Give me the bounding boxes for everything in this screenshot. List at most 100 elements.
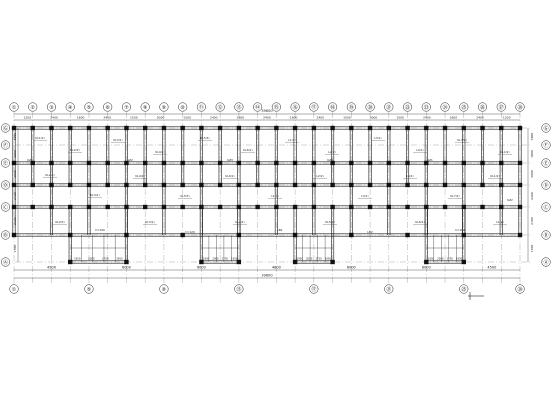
slab-callout: LB2 [367, 230, 372, 234]
column [499, 182, 504, 188]
beam-callout: KL7(2) [457, 138, 466, 142]
axis-bubble-top: ㉑ [386, 104, 391, 111]
axis-bubble-right: Ⓑ [543, 232, 548, 239]
column [68, 125, 73, 131]
axis-bubble-top: ⑦ [124, 105, 129, 111]
dim-stair: 1750 [315, 257, 322, 261]
axis-bubble-left: Ⓖ [3, 125, 8, 132]
column [386, 182, 392, 188]
dim-stair: 1950 [325, 257, 332, 261]
axis-bubble-top-circle [459, 102, 469, 112]
dim-bottom-segment: 4500 [487, 266, 496, 270]
axis-bubble-top: ⑱ [330, 104, 335, 111]
column [199, 182, 204, 188]
axis-bubble-top-circle [271, 102, 281, 112]
column-callout: KZ1 [27, 158, 33, 162]
column [86, 182, 92, 188]
dim-stair: 1950 [297, 257, 304, 261]
axis-bubble-top: ㉗ [499, 104, 504, 111]
beam-callout: KL3(1) [113, 138, 122, 142]
column [30, 160, 35, 166]
axis-bubble-top-circle [365, 102, 375, 112]
axis-bubble-left-circle [0, 257, 11, 267]
slab-callout: h=120 [185, 230, 195, 234]
axis-bubble-top-circle [403, 102, 413, 112]
axis-bubble-top: ㉕ [461, 104, 466, 111]
column-callout: KZ4 [327, 158, 333, 162]
dim-stair: 2000 [306, 257, 313, 261]
axis-bubble-top: ⑧ [143, 105, 148, 111]
annotation-layer: KL1(2)KL2(3)KL3(1)KL4(2)KL5(3)KL6(1)L1(1… [27, 136, 513, 300]
beam-callout: L1(1) [288, 138, 295, 142]
column [49, 182, 54, 188]
axis-bubble-right: Ⓒ [543, 204, 548, 211]
axis-bubble-top: ⑮ [274, 104, 279, 111]
dim-top-segment: 3000 [370, 116, 378, 120]
column [424, 182, 429, 188]
axis-bubble-top-circle [178, 102, 188, 112]
beam-callout: KL4(2) [135, 174, 144, 178]
axis-bubble-bottom: ① [12, 287, 17, 293]
dim-top-segment: 1500 [183, 116, 191, 120]
column [180, 204, 185, 210]
dim-top-segment: 1800 [237, 116, 245, 120]
dim-left: 2100 [13, 217, 17, 225]
axis-bubble-right: Ⓓ [543, 182, 548, 189]
column [86, 125, 92, 131]
dim-top-segment: 1200 [23, 116, 31, 120]
axis-bubble-right-circle [541, 180, 551, 190]
axis-bubble-left: Ⓓ [3, 182, 8, 189]
column [274, 204, 279, 210]
column [124, 204, 129, 210]
column [236, 125, 242, 131]
axis-bubble-top-circle [28, 102, 38, 112]
column [461, 259, 466, 265]
axis-bubble-top-circle [384, 102, 394, 112]
dim-stair: 1750 [222, 257, 229, 261]
dim-left: 3900 [13, 133, 17, 141]
column [292, 232, 298, 238]
column [499, 204, 504, 210]
axis-bubble-top-circle [121, 102, 131, 112]
axis-bubble-top-circle [328, 102, 338, 112]
dim-bottom-segment: 4800 [272, 266, 281, 270]
column [461, 125, 466, 131]
axis-bubble-left: Ⓔ [3, 160, 8, 167]
beam-callout: KL2(3) [55, 220, 64, 224]
column [236, 160, 242, 166]
axis-bubble-bottom-circle [309, 284, 319, 294]
column [142, 182, 148, 188]
beam-callout: KL3(1) [90, 193, 99, 197]
dim-top-segment: 1500 [396, 116, 404, 120]
slab-callout: h=100 [95, 228, 105, 232]
axis-bubble-bottom-circle [84, 284, 94, 294]
axis-bubble-top: ⑤ [87, 105, 91, 111]
axis-bubble-bottom-circle [9, 284, 19, 294]
dim-left: 3000 [13, 170, 17, 178]
axis-bubble-right-circle [541, 257, 551, 267]
dim-top-segment: 2400 [423, 116, 431, 120]
dim-bottom-segment: 6000 [122, 266, 131, 270]
column [480, 125, 485, 131]
column [292, 204, 298, 210]
axis-bubble-bottom-circle [384, 284, 394, 294]
axis-bubble-top: ㉔ [443, 104, 448, 111]
column [461, 232, 466, 238]
column [480, 204, 485, 210]
column [292, 160, 298, 166]
column [349, 232, 354, 238]
column [517, 232, 523, 238]
column [424, 160, 429, 166]
column [255, 160, 260, 166]
axis-bubble-bottom: ⑤ [87, 287, 91, 293]
column [274, 182, 279, 188]
column [49, 125, 54, 131]
column [124, 182, 129, 188]
dim-top-segment: 2400 [316, 116, 324, 120]
column [330, 160, 335, 166]
column [405, 232, 410, 238]
column [199, 259, 204, 265]
column [367, 182, 373, 188]
